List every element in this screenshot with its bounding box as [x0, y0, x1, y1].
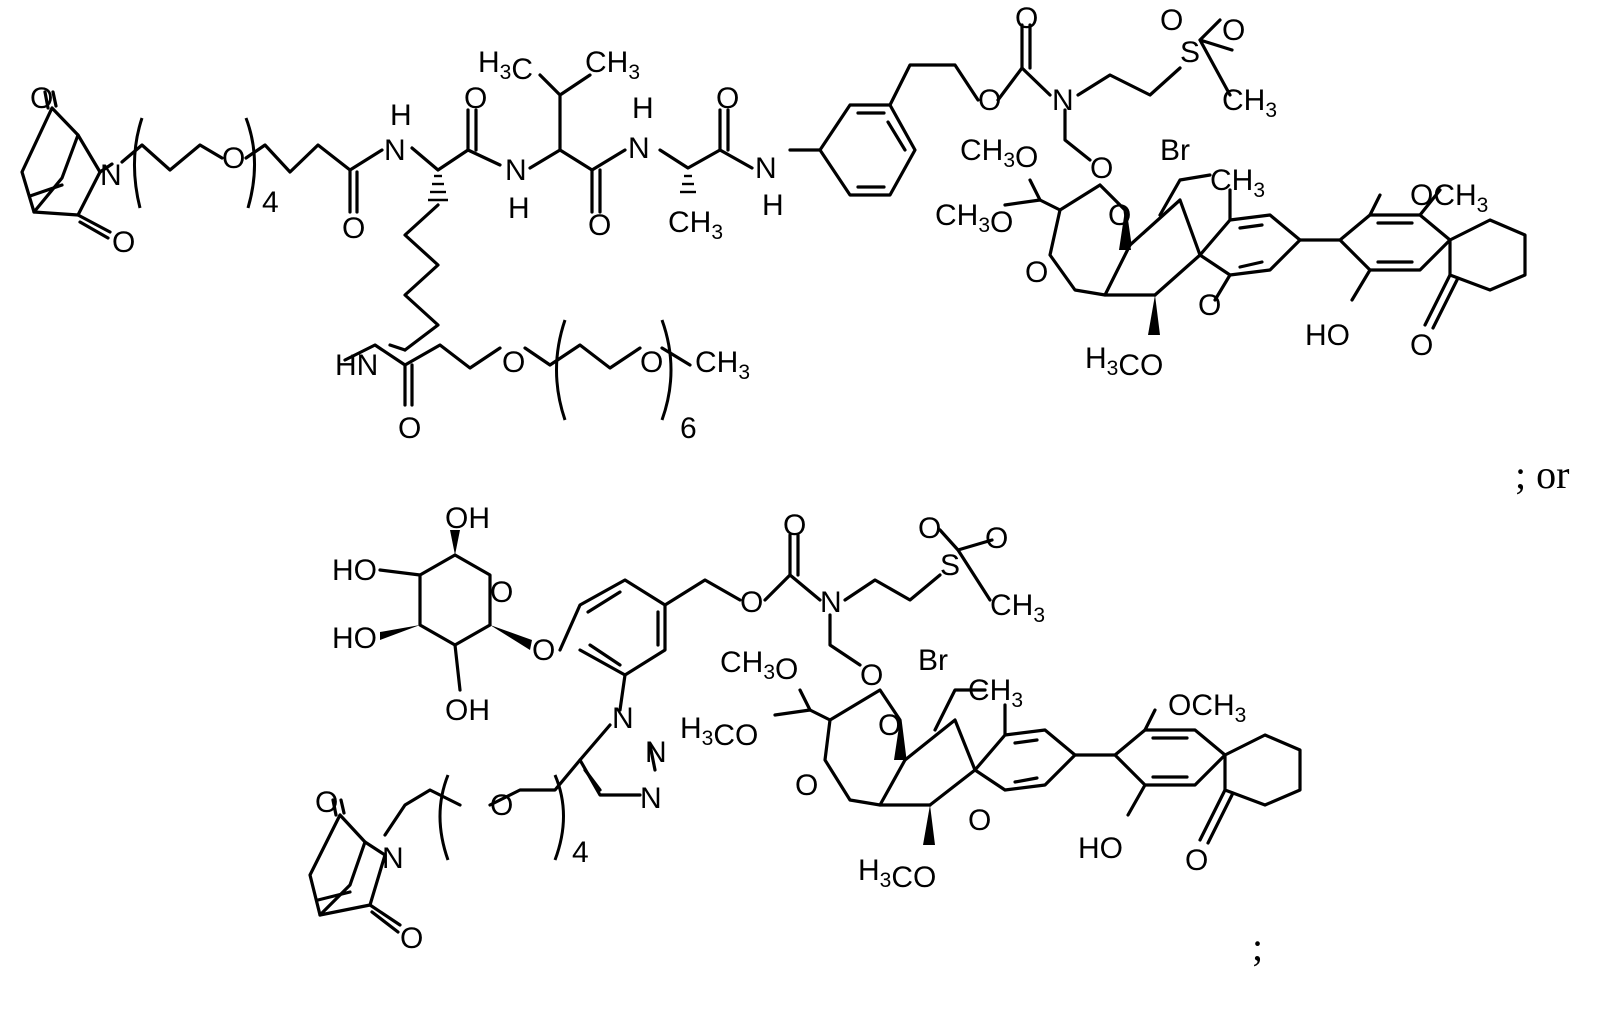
s1-peg6-o1: O	[502, 346, 525, 379]
lys-side-hash	[428, 176, 448, 200]
s2-carbamate-o-single: O	[740, 586, 763, 619]
s1-peg6-amide-o: O	[398, 412, 421, 445]
s1-ala-co-o: O	[716, 82, 739, 115]
s2-aryl-methyl: CH3	[968, 674, 1023, 712]
s1-sulfone-o1: O	[1160, 4, 1183, 37]
s2-sugar-oh-left: HO	[332, 554, 377, 587]
s1-sulfone-s: S	[1180, 36, 1200, 69]
s1-sulfone-methyl: CH3	[1222, 84, 1277, 122]
aryl-ring-2	[560, 580, 665, 675]
s2-peg4-o: O	[490, 789, 513, 822]
s1-peg6-repeat: 6	[680, 412, 697, 445]
s1-maleimide-o1: O	[30, 82, 53, 115]
s1-carbamate-o-double: O	[1015, 2, 1038, 35]
s2-br: Br	[918, 644, 948, 677]
s1-ketone-o: O	[1410, 329, 1433, 362]
s2-phenol-oh: HO	[1078, 832, 1123, 865]
s2-carbamate-n: N	[820, 586, 842, 619]
s2-peg4-repeat: 4	[572, 836, 589, 869]
s1-lys-h: H	[390, 99, 412, 132]
s2-hemiaminal-o: O	[860, 659, 883, 692]
s2-acetal-ome-1: CH3O	[720, 646, 798, 686]
triazole-ring	[580, 675, 655, 795]
ala-hash	[680, 176, 696, 192]
s1-ome-top-right: OCH3	[1410, 179, 1488, 217]
structure-2: OH HO O HO OH O O O N S O O CH3 O Br CH3…	[310, 502, 1300, 955]
s1-ring-o-2: O	[1025, 256, 1048, 289]
s1-val-h: H	[508, 192, 530, 225]
s2-sugar-oh-top: OH	[445, 502, 490, 535]
s1-maleimide-n: N	[100, 159, 122, 192]
s2-sugar-ring-o: O	[490, 576, 513, 609]
s1-acetal-ome-1: CH3O	[960, 134, 1038, 174]
s1-ala-n: N	[628, 132, 650, 165]
s1-lys-side-nh: HN	[335, 349, 378, 382]
s2-ring-o-2: O	[795, 769, 818, 802]
s1-ring-o-1: O	[1108, 199, 1131, 232]
s1-val-co-o: O	[588, 209, 611, 242]
separator-or: ; or	[1515, 452, 1569, 497]
s1-peg4-repeat: 4	[262, 186, 279, 219]
s1-phenol-oh: HO	[1305, 319, 1350, 352]
s1-acetal-ome-2: CH3O	[935, 199, 1013, 239]
s1-br: Br	[1160, 134, 1190, 167]
s2-triazole-n1: N	[612, 702, 634, 735]
glucose-ring	[380, 530, 532, 690]
s1-ring-o-3: O	[1198, 289, 1221, 322]
s1-lys-n: N	[384, 134, 406, 167]
s2-maleimide-n: N	[382, 842, 404, 875]
s1-carbamate-o-single: O	[978, 84, 1001, 117]
s1-lys-co-o: O	[464, 82, 487, 115]
s1-peg6-terminal-methyl: CH3	[695, 346, 750, 384]
s2-sugar-oh-lower-left: HO	[332, 622, 377, 655]
structure-1: O N O O 4 O N H O N H H3C CH3 O H N CH3 …	[22, 2, 1525, 445]
s1-anilide-n: N	[755, 152, 777, 185]
s2-triazole-n2: N	[645, 736, 667, 769]
s2-sugar-oh-bottom: OH	[445, 694, 490, 727]
s1-peg4-o: O	[222, 142, 245, 175]
s2-acetal-ome-2: H3CO	[680, 712, 758, 752]
s2-sulfone-s: S	[940, 549, 960, 582]
s2-carbamate-o-double: O	[783, 509, 806, 542]
s2-triazole-n3: N	[640, 782, 662, 815]
pabc-benzene-1	[790, 105, 915, 195]
s2-sulfone-methyl: CH3	[990, 589, 1045, 627]
s2-ome-top-right: OCH3	[1168, 689, 1246, 727]
s1-bridge-ome: H3CO	[1085, 342, 1163, 382]
s2-bridge-ome: H3CO	[858, 854, 936, 894]
s2-ring-o-3: O	[968, 804, 991, 837]
s1-maleimide-o2: O	[112, 226, 135, 259]
s1-val-methyl-left: H3C	[478, 46, 533, 86]
s1-anilide-h: H	[762, 189, 784, 222]
s1-aryl-methyl: CH3	[1210, 164, 1265, 202]
s2-maleimide-o1: O	[315, 786, 338, 819]
s1-ala-methyl: CH3	[668, 206, 723, 244]
s2-sulfone-o1: O	[918, 512, 941, 545]
s1-sulfone-o2: O	[1222, 14, 1245, 47]
s1-peg6-o2: O	[640, 346, 663, 379]
s1-amide1-o: O	[342, 212, 365, 245]
s2-ketone-o: O	[1185, 844, 1208, 877]
s2-sulfone-o2: O	[985, 522, 1008, 555]
s2-ring-o-1: O	[878, 709, 901, 742]
s1-carbamate-n: N	[1052, 84, 1074, 117]
s1-val-methyl-right: CH3	[585, 46, 640, 84]
s1-val-n: N	[505, 154, 527, 187]
s1-hemiaminal-o: O	[1090, 152, 1113, 185]
s1-ala-h: H	[632, 92, 654, 125]
s2-glycoside-o: O	[532, 634, 555, 667]
s2-maleimide-o2: O	[400, 922, 423, 955]
separator-end: ;	[1252, 924, 1263, 969]
